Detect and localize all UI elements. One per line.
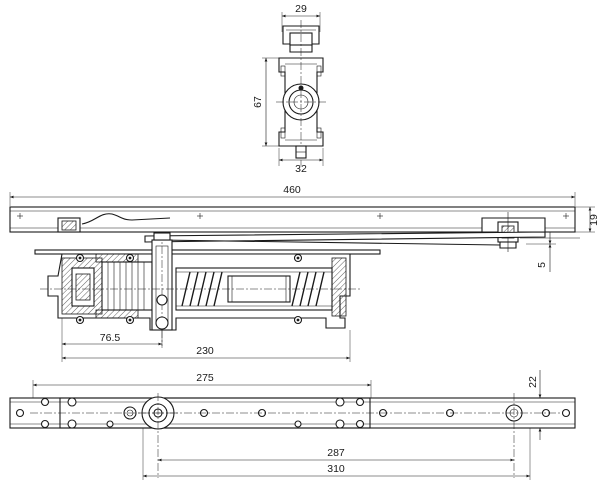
dim-end-view-body-width: 32 <box>295 163 307 175</box>
dim-pivot-distance: 76.5 <box>100 332 121 344</box>
side-view: 460 19 5 <box>9 184 600 362</box>
dim-arm-height: 19 <box>588 214 600 226</box>
end-view: 29 67 32 <box>252 3 326 175</box>
dim-arm-length: 460 <box>283 184 301 196</box>
dim-body-length: 230 <box>196 345 214 357</box>
dim-plate-length: 310 <box>327 463 345 475</box>
dim-end-view-height: 67 <box>252 96 264 108</box>
dim-arm-offset: 5 <box>536 262 548 268</box>
dim-hole-spacing-top: 275 <box>196 372 214 384</box>
dim-end-view-width: 29 <box>295 3 307 15</box>
plan-view: 275 <box>9 370 576 480</box>
dim-plate-width: 22 <box>527 376 539 388</box>
dim-hole-spacing-bottom: 287 <box>327 447 345 459</box>
